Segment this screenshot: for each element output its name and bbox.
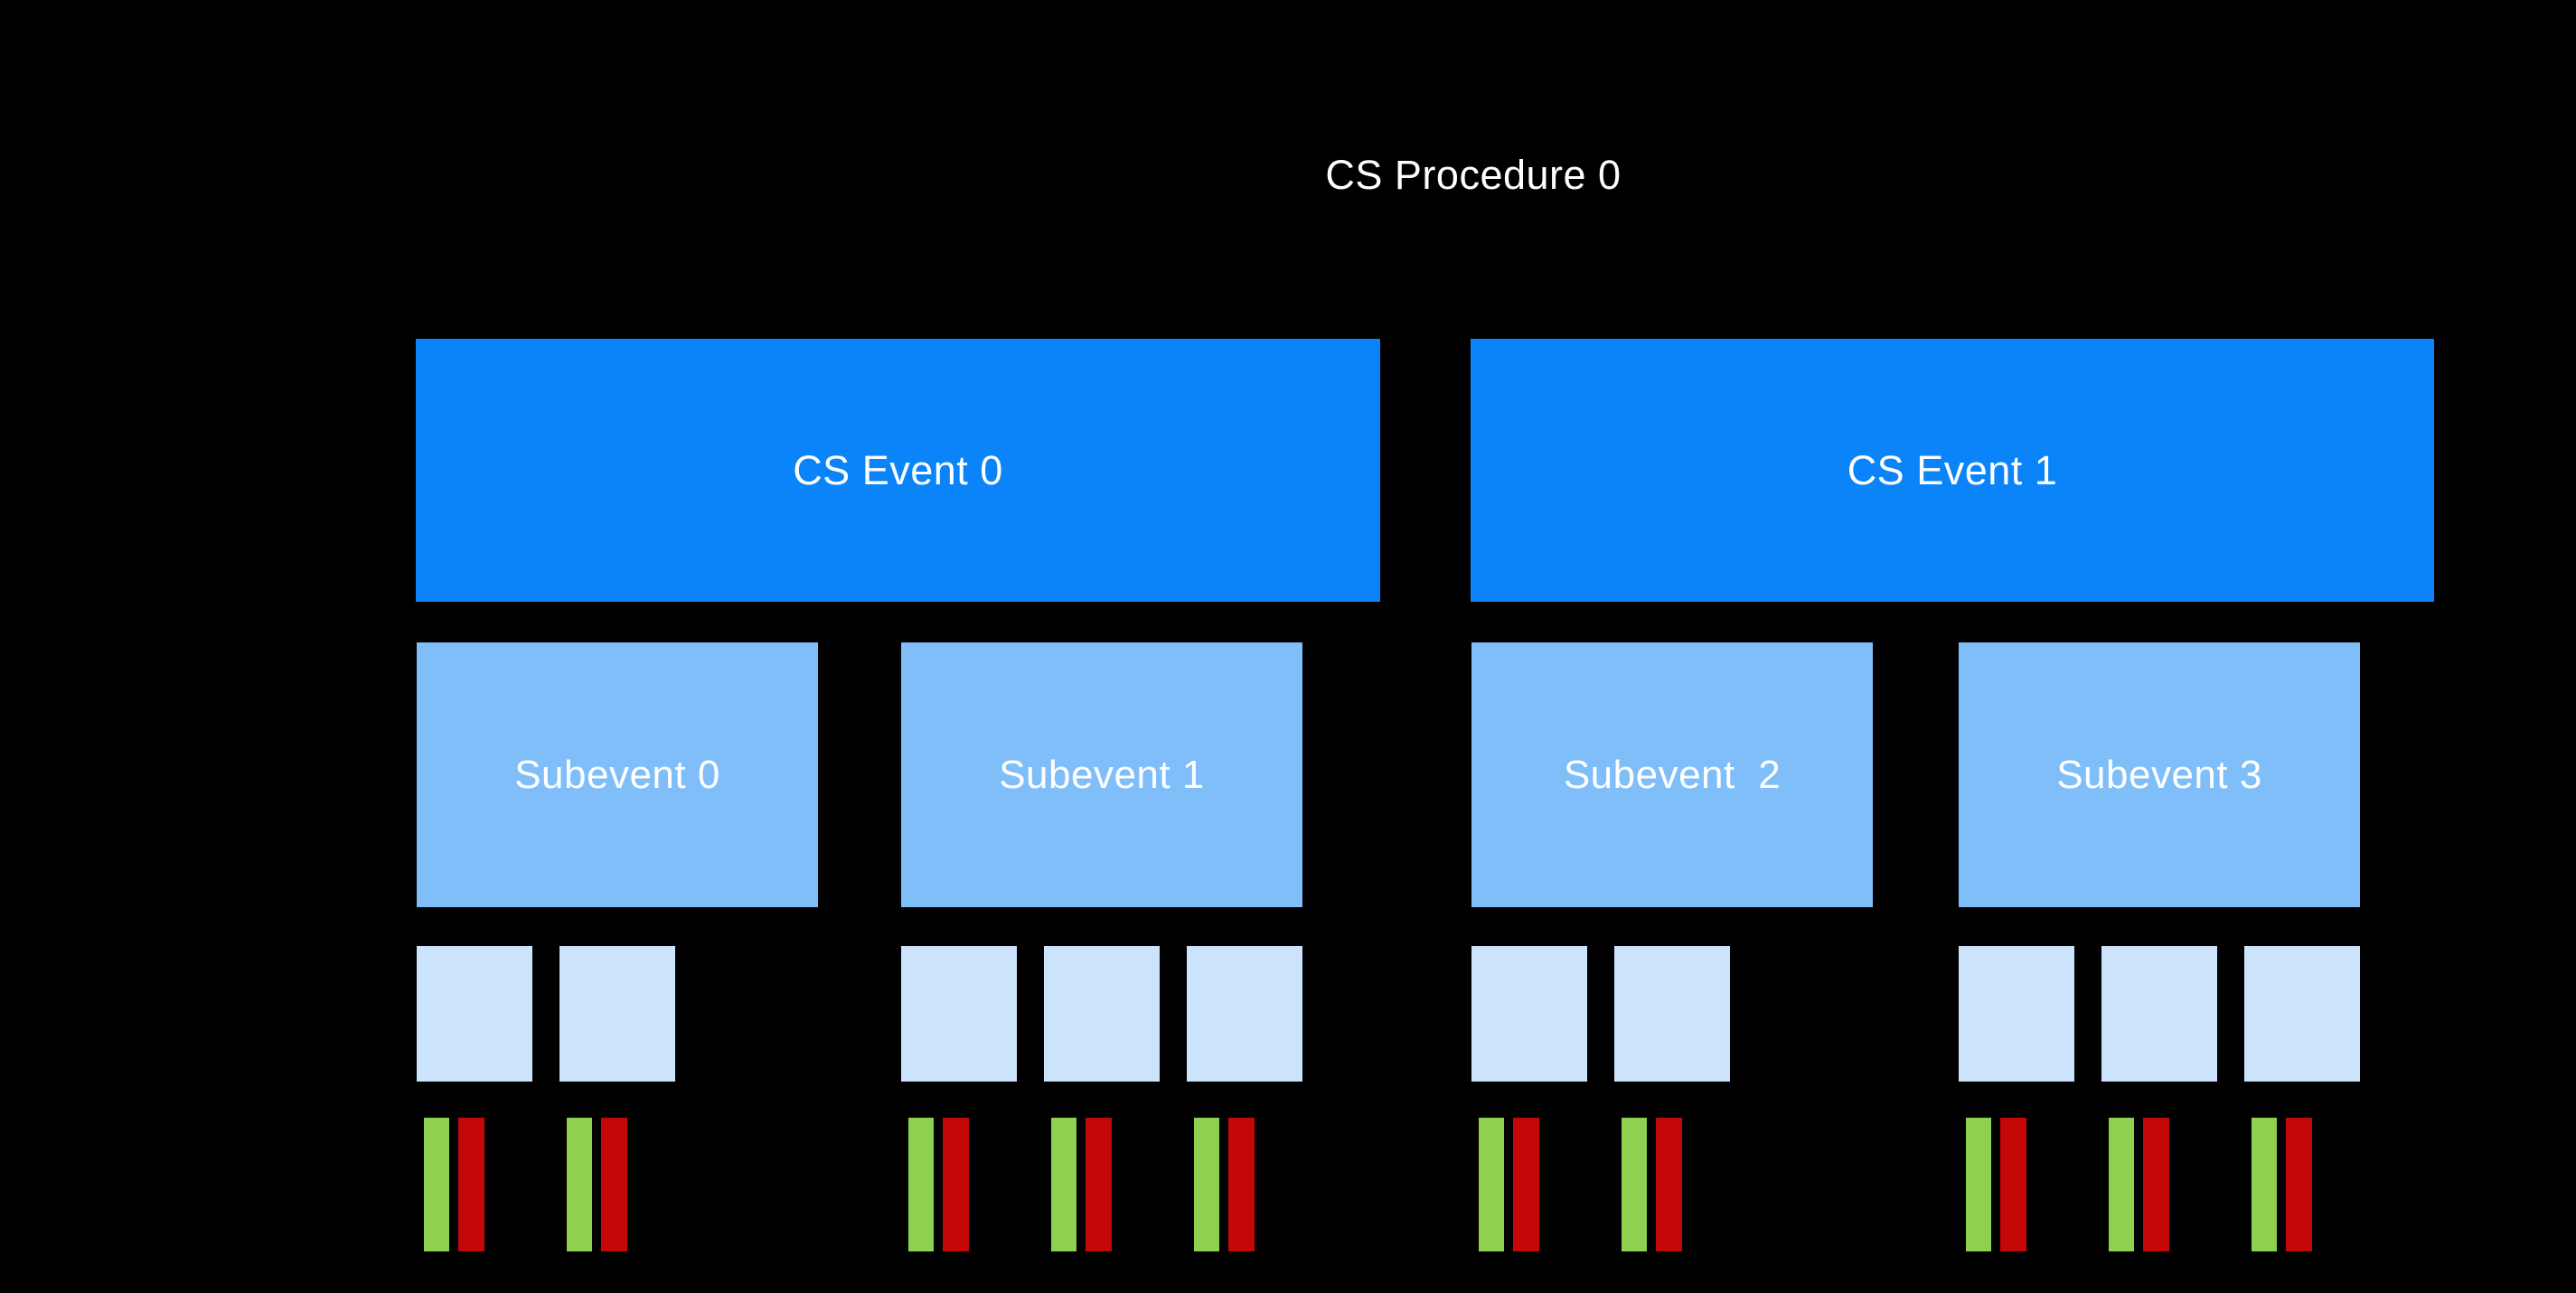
red-bar	[1086, 1118, 1112, 1251]
green-bar	[424, 1118, 449, 1251]
subevent-0-label: Subevent 0	[514, 752, 720, 797]
green-bar	[1479, 1118, 1504, 1251]
bar-pairs-row	[1471, 1118, 1873, 1251]
subevent-1-column: Subevent 1	[901, 642, 1302, 1251]
cs-event-1-box: CS Event 1	[1471, 339, 2434, 602]
bar-pair	[417, 1118, 532, 1251]
bar-pairs-row	[1959, 1118, 2360, 1251]
subevent-1-label: Subevent 1	[999, 752, 1205, 797]
bar-pair	[2244, 1118, 2360, 1251]
subevent-0-box: Subevent 0	[417, 642, 818, 907]
green-bar	[1622, 1118, 1647, 1251]
subevent-1-box: Subevent 1	[901, 642, 1302, 907]
cs-event-0-box: CS Event 0	[416, 339, 1380, 602]
bar-pair	[559, 1118, 675, 1251]
bar-pair	[2101, 1118, 2217, 1251]
red-bar	[601, 1118, 627, 1251]
green-bar	[2109, 1118, 2134, 1251]
slot-square	[1044, 946, 1160, 1082]
bar-pair	[1959, 1118, 2074, 1251]
slot-square	[2244, 946, 2360, 1082]
red-bar	[458, 1118, 484, 1251]
subevent-0-column: Subevent 0	[417, 642, 818, 1251]
green-bar	[1966, 1118, 1991, 1251]
red-bar	[2143, 1118, 2169, 1251]
slot-squares-row	[901, 946, 1302, 1082]
subevent-2-label: Subevent 2	[1563, 752, 1782, 797]
slot-square	[1614, 946, 1730, 1082]
subevent-3-box: Subevent 3	[1959, 642, 2360, 907]
red-bar	[943, 1118, 969, 1251]
slot-square	[1471, 946, 1587, 1082]
slot-square	[2101, 946, 2217, 1082]
slot-square	[901, 946, 1017, 1082]
bar-pairs-row	[901, 1118, 1302, 1251]
subevent-2-column: Subevent 2	[1471, 642, 1873, 1251]
slot-squares-row	[417, 946, 818, 1082]
green-bar	[1194, 1118, 1219, 1251]
slot-square	[1959, 946, 2074, 1082]
slot-square	[1187, 946, 1302, 1082]
cs-event-0-label: CS Event 0	[793, 446, 1003, 493]
red-bar	[1228, 1118, 1255, 1251]
red-bar	[1513, 1118, 1539, 1251]
procedure-title: CS Procedure 0	[1325, 152, 1622, 198]
slot-square	[559, 946, 675, 1082]
red-bar	[2000, 1118, 2026, 1251]
bar-pairs-row	[417, 1118, 818, 1251]
red-bar	[1656, 1118, 1682, 1251]
slot-squares-row	[1471, 946, 1873, 1082]
bar-pair	[1187, 1118, 1302, 1251]
bar-pair	[901, 1118, 1017, 1251]
cs-event-1-label: CS Event 1	[1847, 446, 2058, 493]
green-bar	[1051, 1118, 1076, 1251]
bar-pair	[1044, 1118, 1160, 1251]
subevent-3-label: Subevent 3	[2056, 752, 2262, 797]
slot-squares-row	[1959, 946, 2360, 1082]
green-bar	[2252, 1118, 2277, 1251]
slot-square	[417, 946, 532, 1082]
subevent-2-box: Subevent 2	[1471, 642, 1873, 907]
green-bar	[908, 1118, 934, 1251]
subevent-3-column: Subevent 3	[1959, 642, 2360, 1251]
bar-pair	[1471, 1118, 1587, 1251]
green-bar	[567, 1118, 592, 1251]
red-bar	[2286, 1118, 2312, 1251]
bar-pair	[1614, 1118, 1730, 1251]
